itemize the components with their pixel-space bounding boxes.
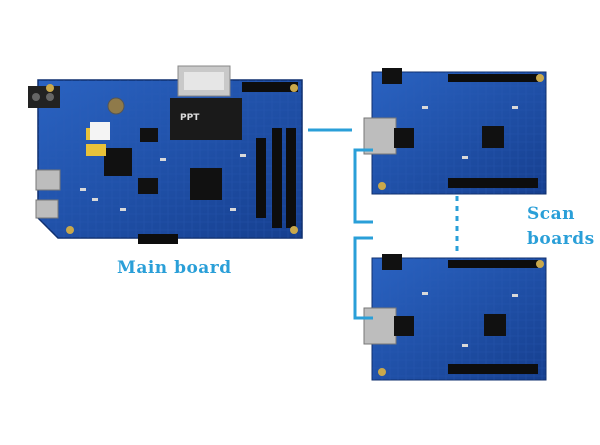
scan-label-line2: boards [527,229,595,249]
scan-board-bottom [363,254,547,381]
pin-header [448,364,538,374]
main-board-label: Main board [117,258,232,278]
terminal-block [28,86,60,108]
scan-boards-label: Scan boards [527,202,595,252]
chip [190,168,222,200]
pin-header [448,178,538,188]
scan-label-line1: Scan [527,204,576,224]
terminal-block [382,254,402,270]
main-board: PPT [28,65,303,244]
scan-top-bracket [353,148,373,224]
chip [104,148,132,176]
pin-headers [256,128,296,228]
ethernet-jack [363,307,397,345]
scan-bottom-bracket [353,236,373,320]
module-logo: PPT [180,113,200,123]
terminal-block [382,68,402,84]
scan-board-top [363,68,547,195]
ppt-module [170,98,242,140]
